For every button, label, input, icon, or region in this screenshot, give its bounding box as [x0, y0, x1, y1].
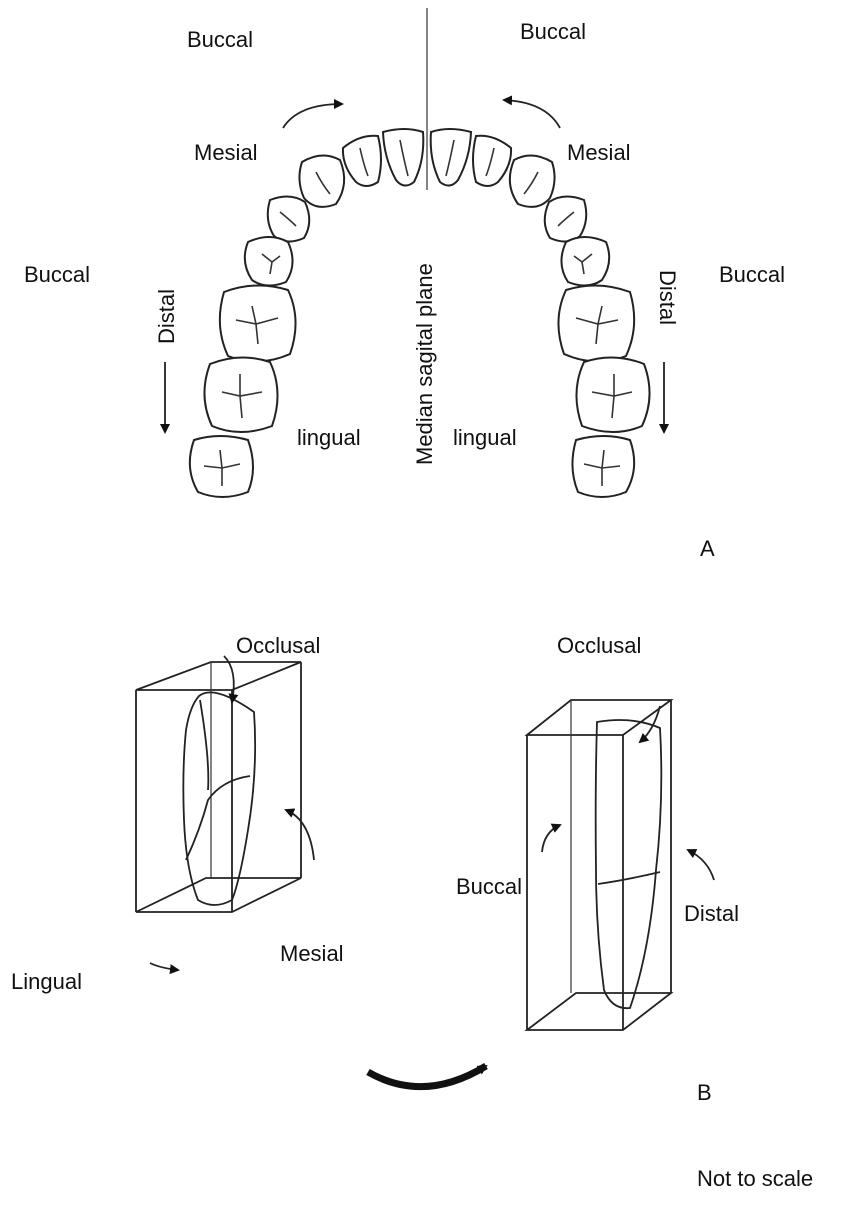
label-median-sagittal-plane: Median sagital plane: [412, 263, 437, 465]
label-mesial-right: Mesial: [567, 140, 631, 165]
label-buccal-top-left: Buccal: [187, 27, 254, 52]
label-part-a: A: [700, 536, 715, 561]
label-buccal-b: Buccal: [456, 874, 523, 899]
tooth-incisor-left-2: [341, 134, 382, 187]
label-distal-right: Distal: [655, 270, 680, 326]
lingual-arrow-b: [149, 962, 180, 975]
label-buccal-mid-right: Buccal: [719, 262, 786, 287]
tooth-premolar-left-2: [243, 236, 294, 287]
tooth-molar-right-3: [571, 435, 636, 498]
buccal-arrow-b: [541, 823, 562, 853]
tooth-block-left: [135, 661, 302, 913]
label-lingual-b: Lingual: [11, 969, 82, 994]
label-occlusal-right: Occlusal: [557, 633, 642, 658]
dental-arch-left: [188, 128, 425, 498]
tooth-molar-left-2: [203, 356, 279, 433]
dental-arch-right: [429, 128, 651, 498]
mesial-arrow-right: [502, 95, 561, 129]
mesial-arrow-b: [284, 808, 315, 861]
label-occlusal-left: Occlusal: [236, 633, 321, 658]
footer-note: Not to scale: [697, 1166, 814, 1191]
tooth-premolar-right-2: [560, 236, 611, 287]
occlusal-arrow-right: [638, 705, 661, 744]
label-lingual-left: lingual: [297, 425, 361, 450]
label-distal-b: Distal: [684, 901, 740, 926]
distal-arrow-b: [686, 849, 715, 881]
label-mesial-b: Mesial: [280, 941, 344, 966]
tooth-incisor-right-2: [472, 134, 513, 187]
mesial-arrow-left: [282, 99, 344, 129]
occlusal-arrow-left: [223, 655, 239, 704]
rotation-arrow: [366, 1063, 488, 1091]
tooth-block-right: [524, 699, 674, 1031]
label-distal-left: Distal: [154, 288, 179, 344]
label-buccal-top-right: Buccal: [520, 19, 587, 44]
tooth-molar-right-2: [575, 356, 651, 433]
tooth-outline-right: [594, 719, 663, 1010]
tooth-outline-left: [182, 691, 257, 906]
label-buccal-mid-left: Buccal: [24, 262, 91, 287]
label-lingual-right: lingual: [453, 425, 517, 450]
label-part-b: B: [697, 1080, 712, 1105]
label-mesial-left: Mesial: [194, 140, 258, 165]
